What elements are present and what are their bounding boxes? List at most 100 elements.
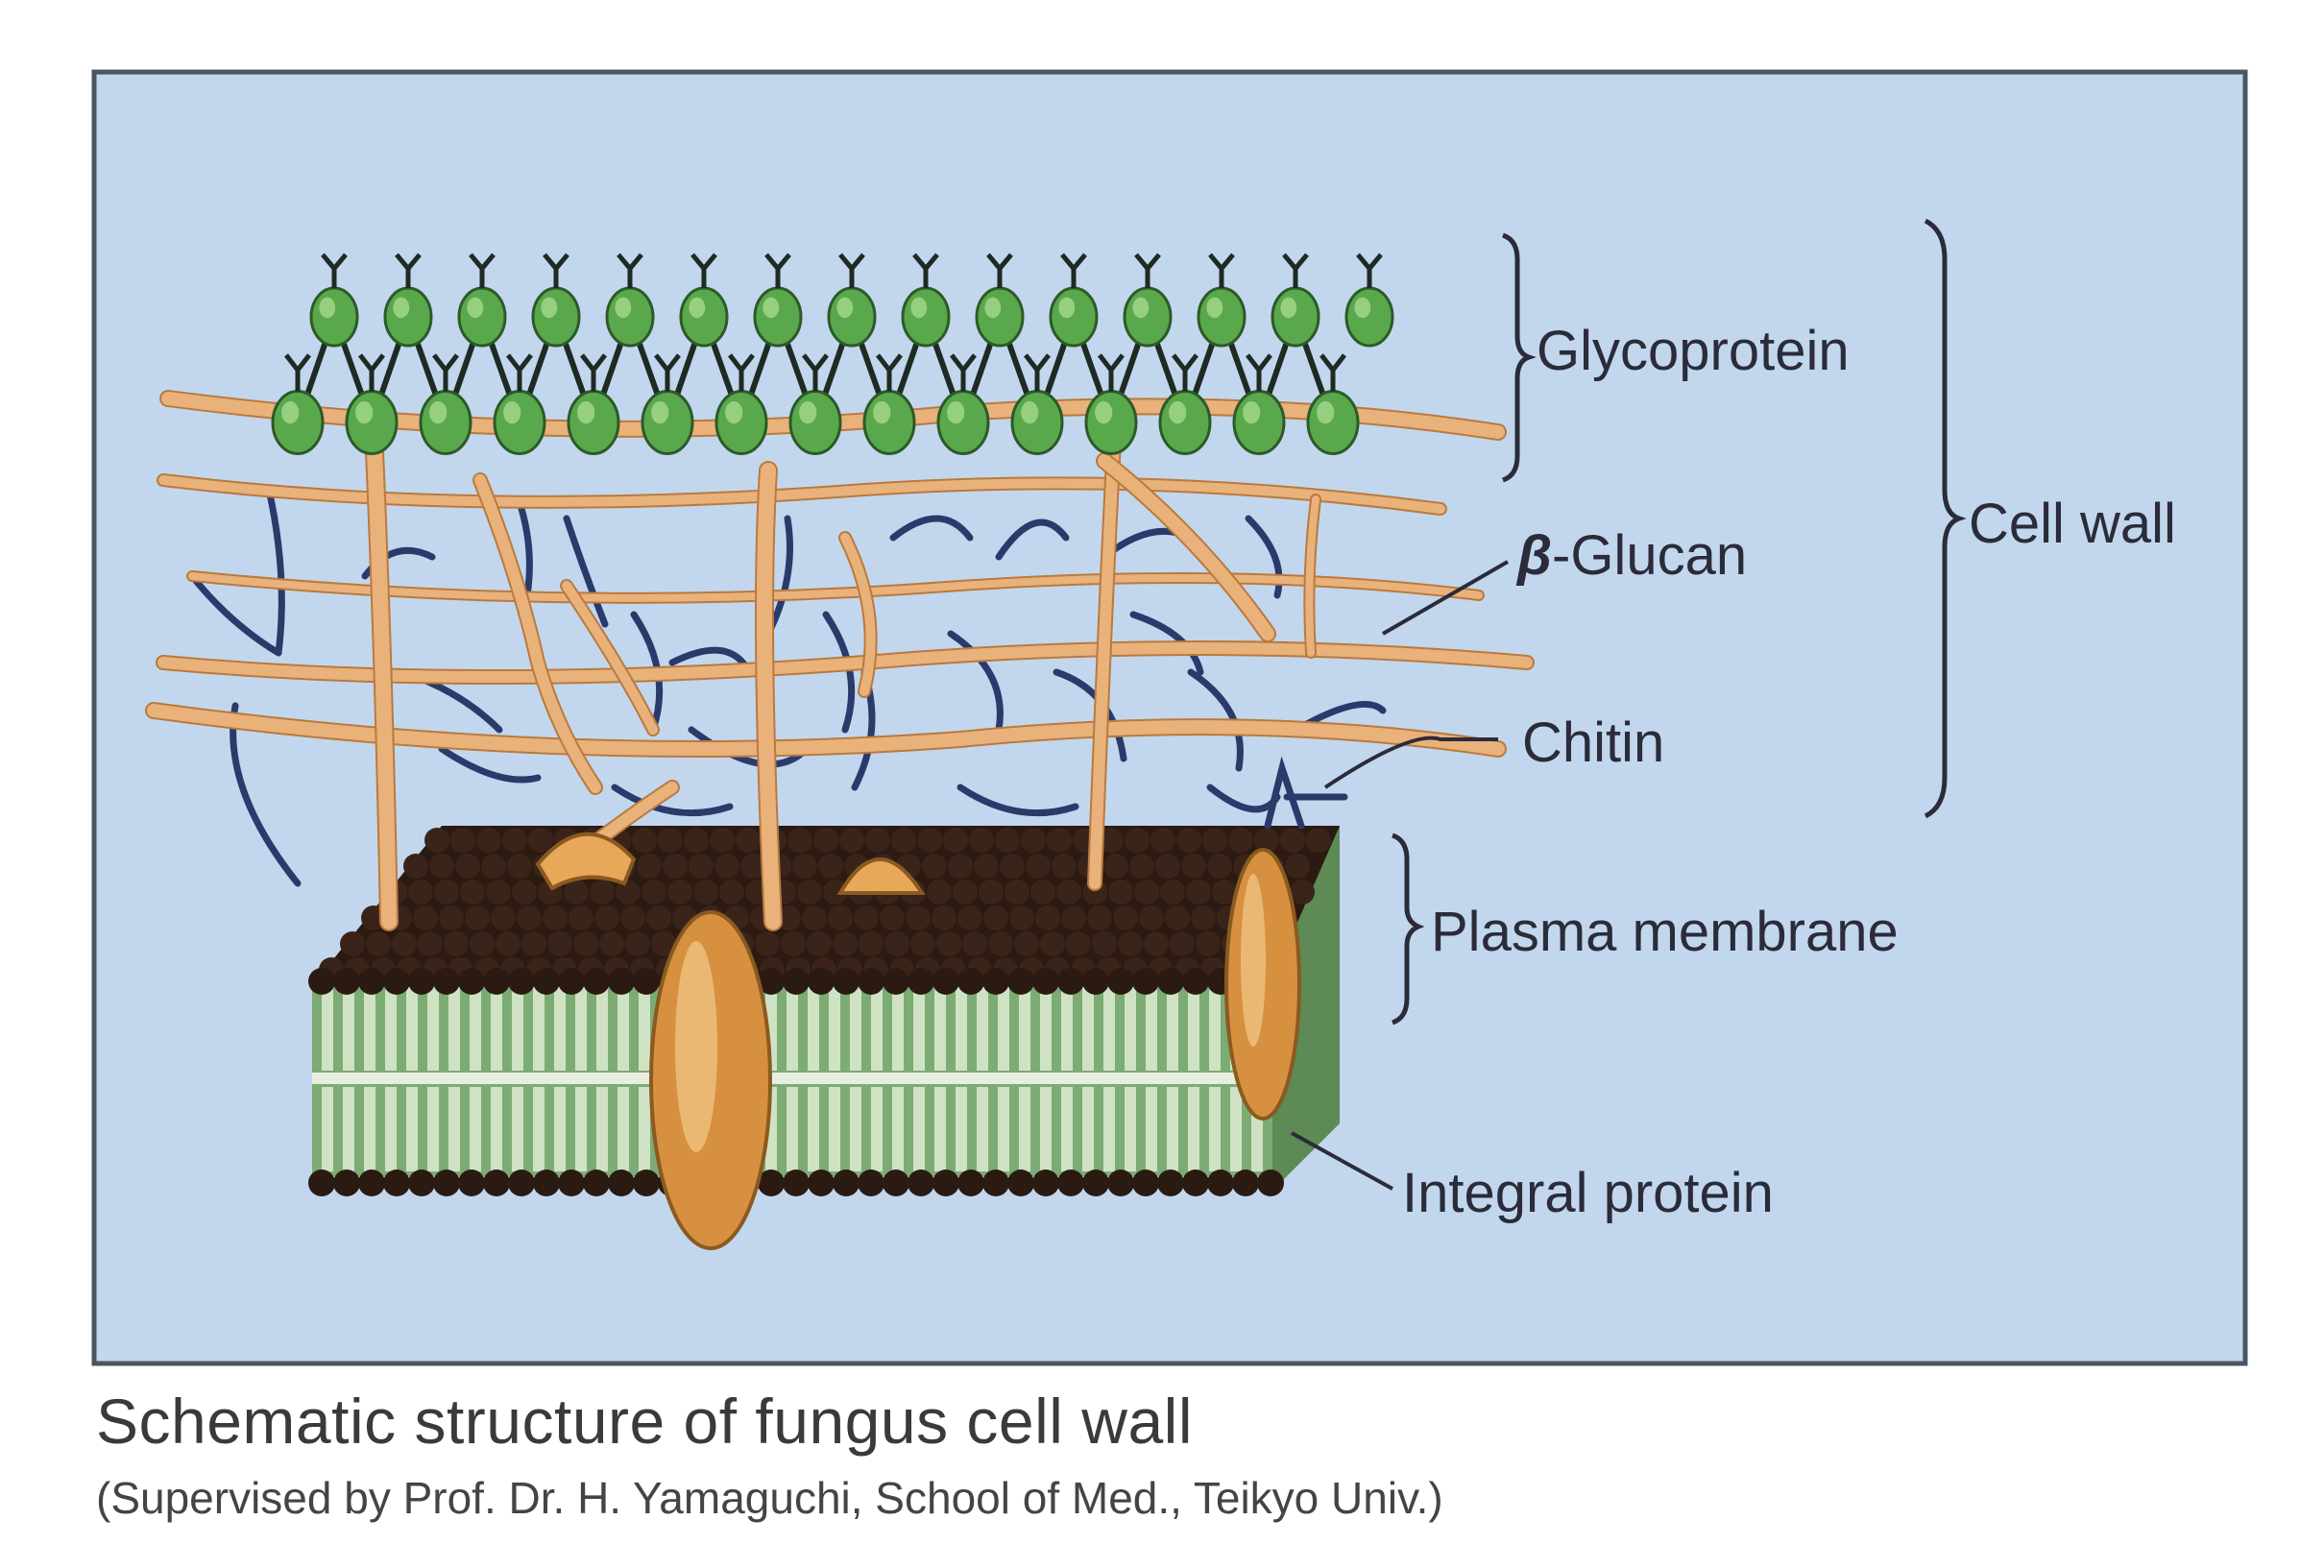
glycoprotein-node-stalk <box>395 253 422 288</box>
glucan-fiber <box>1089 436 1120 889</box>
lipid-head <box>403 854 428 879</box>
glycoprotein-layer <box>271 253 1394 455</box>
lipid-head <box>1021 828 1046 853</box>
lipid-tail <box>1146 984 1157 1071</box>
lipid-head <box>458 1170 485 1196</box>
integral-protein-side-highlight <box>1241 874 1266 1047</box>
lipid-head <box>953 880 978 905</box>
lipid-head <box>936 931 961 956</box>
lipid-head <box>1129 854 1154 879</box>
glycoprotein-node-stalk <box>1134 253 1161 288</box>
lipid-tail <box>406 984 418 1071</box>
glycoprotein-node <box>975 286 1025 348</box>
lipid-head <box>1061 905 1086 930</box>
lipid-head <box>1082 1170 1109 1196</box>
lipid-head <box>917 828 942 853</box>
glycoprotein-node-shine <box>577 400 595 424</box>
chitin-fiber <box>764 515 793 638</box>
glucan-fiber <box>158 475 1445 514</box>
glycoprotein-node-shine <box>503 400 521 424</box>
lipid-head <box>1132 968 1159 995</box>
lipid-tail <box>1188 1087 1199 1171</box>
lipid-tail <box>554 984 566 1071</box>
lipid-head <box>521 931 546 956</box>
lipid-head <box>880 905 905 930</box>
lipid-tail <box>913 1087 925 1171</box>
lipid-head <box>783 1170 810 1196</box>
lipid-head <box>1103 854 1128 879</box>
lipid-head <box>1232 1170 1259 1196</box>
lipid-head <box>689 854 714 879</box>
lipid-tail <box>977 1087 988 1171</box>
lipid-head <box>1099 828 1124 853</box>
lipid-head <box>1285 854 1310 879</box>
glycoprotein-node-shine <box>910 297 928 319</box>
peripheral-protein <box>836 857 926 895</box>
lipid-head <box>408 1170 435 1196</box>
lipid-tail <box>406 1087 418 1171</box>
glycoprotein-node <box>862 390 916 455</box>
lipid-tail <box>1125 1087 1136 1171</box>
lipid-head <box>1108 880 1133 905</box>
chitin-fiber <box>611 784 734 817</box>
lipid-head <box>758 968 785 995</box>
lipid-tail <box>871 984 883 1071</box>
lipid-head <box>995 828 1020 853</box>
glycoprotein-node <box>679 286 729 348</box>
glucan-fiber <box>562 581 658 735</box>
glycoprotein-node <box>1123 286 1173 348</box>
lipid-tail <box>1061 984 1073 1071</box>
lipid-tail <box>829 984 840 1071</box>
lipid-head <box>1030 880 1055 905</box>
lipid-tail <box>639 984 650 1071</box>
lipid-tail <box>1082 984 1094 1071</box>
lipid-head <box>883 1170 909 1196</box>
lipid-head <box>1032 1170 1059 1196</box>
lipid-tail <box>829 1087 840 1171</box>
lipid-tail <box>385 1087 397 1171</box>
glycoprotein-node <box>827 286 877 348</box>
lipid-head <box>1212 880 1237 905</box>
lipid-head <box>1160 880 1185 905</box>
glycoprotein-node <box>1232 390 1286 455</box>
lipid-tail <box>322 1087 333 1171</box>
lipid-head <box>693 880 718 905</box>
glycoprotein-node-shine <box>1095 400 1113 424</box>
lipid-head <box>1196 931 1221 956</box>
glycoprotein-node-shine <box>873 400 891 424</box>
lipid-head <box>714 854 739 879</box>
glycoprotein-node-stalk <box>802 353 829 392</box>
label-plasma-membrane: Plasma membrane <box>1431 901 1899 963</box>
lipid-tail <box>364 1087 375 1171</box>
lipid-tail <box>617 1087 629 1171</box>
lipid-head <box>620 905 645 930</box>
lipid-head <box>408 880 433 905</box>
glycoprotein-node <box>309 286 359 348</box>
peripheral-protein-2 <box>535 832 637 891</box>
glycoprotein-node <box>1049 286 1099 348</box>
lipid-head <box>974 854 999 879</box>
glycoprotein-node-stalk <box>838 253 865 288</box>
lipid-head <box>429 854 454 879</box>
lipid-head <box>828 905 853 930</box>
cell-wall-bracket <box>1924 218 1967 819</box>
glucan-fiber <box>840 533 876 696</box>
lipid-head <box>818 854 843 879</box>
lipid-head <box>1087 905 1112 930</box>
plasma-membrane-bracket <box>1392 832 1425 1025</box>
lipid-head <box>646 905 671 930</box>
glycoprotein-node-stalk <box>950 353 977 392</box>
glucan-text: -Glucan <box>1552 524 1747 587</box>
glucan-fiber <box>474 474 601 793</box>
lipid-head <box>957 905 982 930</box>
lipid-head <box>1032 968 1059 995</box>
lipid-head <box>383 968 410 995</box>
lipid-tail <box>1040 1087 1052 1171</box>
lipid-tail <box>491 1087 502 1171</box>
lipid-tail <box>1019 984 1030 1071</box>
lipid-head <box>594 905 619 930</box>
lipid-head <box>982 968 1009 995</box>
lipid-head <box>906 905 931 930</box>
glucan-fiber <box>147 704 1505 756</box>
lipid-heads-front <box>308 968 1284 995</box>
